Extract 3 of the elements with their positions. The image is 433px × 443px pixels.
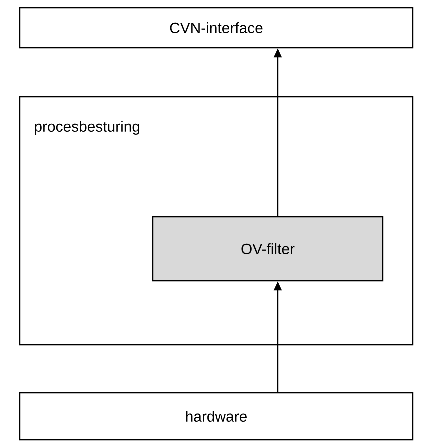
hardware-box: hardware (19, 392, 414, 441)
filter-box: OV-filter (152, 216, 384, 282)
interface-box: CVN-interface (19, 7, 414, 49)
